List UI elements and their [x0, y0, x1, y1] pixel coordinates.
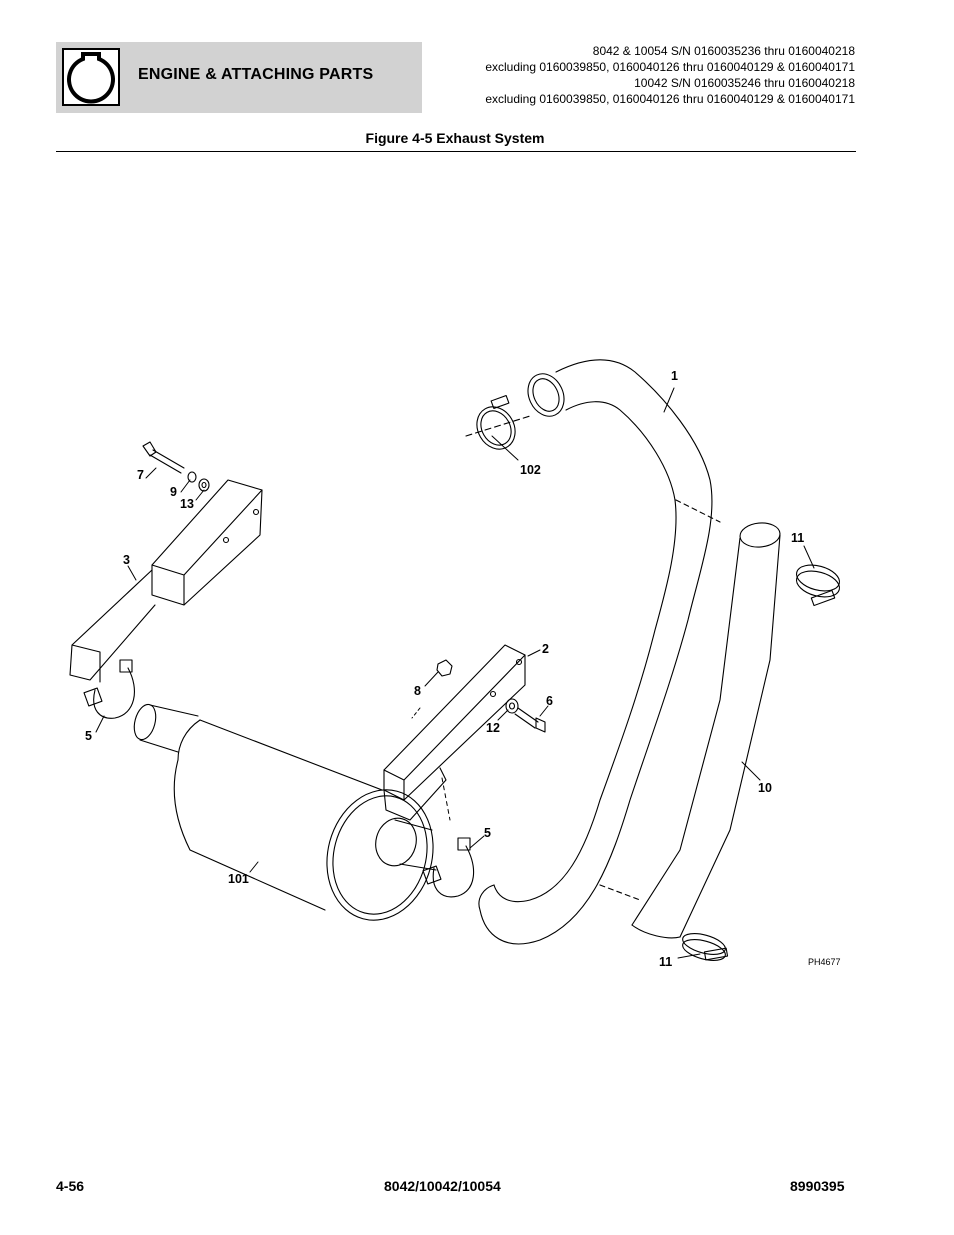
- callout-5-right: 5: [484, 826, 491, 840]
- callout-11-lower: 11: [659, 955, 673, 969]
- bolt-part-7: [142, 441, 185, 474]
- serial-line: 8042 & 10054 S/N 0160035236 thru 0160040…: [592, 44, 855, 58]
- u-clamp-part-5-left: [83, 659, 135, 719]
- washer-part-13: [198, 478, 210, 492]
- callout-5-left: 5: [85, 729, 92, 743]
- u-clamp-part-5-right: [422, 837, 475, 898]
- callout-9: 9: [170, 485, 177, 499]
- clamp-part-11-upper: [795, 564, 841, 607]
- callout-6: 6: [546, 694, 553, 708]
- header-rule: [56, 151, 856, 152]
- engine-icon: [62, 48, 120, 106]
- callout-leaders: [95, 387, 815, 959]
- bracket-part-2: [383, 644, 526, 821]
- page-number: 4-56: [56, 1178, 85, 1194]
- figure-title: Figure 4-5 Exhaust System: [365, 130, 545, 146]
- callout-11-upper: 11: [791, 531, 805, 545]
- callout-13: 13: [180, 497, 194, 511]
- serial-number-block: 8042 & 10054 S/N 0160035236 thru 0160040…: [485, 43, 855, 107]
- bolt-part-6: [514, 707, 546, 733]
- serial-line: excluding 0160039850, 0160040126 thru 01…: [485, 92, 855, 106]
- callout-3: 3: [123, 553, 130, 567]
- washer-part-9: [187, 471, 197, 483]
- serial-line: excluding 0160039850, 0160040126 thru 01…: [485, 60, 855, 74]
- section-header-box: ENGINE & ATTACHING PARTS: [56, 42, 422, 113]
- muffler-part-101: [133, 703, 437, 921]
- callout-1: 1: [671, 369, 678, 383]
- section-title: ENGINE & ATTACHING PARTS: [138, 66, 374, 83]
- drawing-code: PH4677: [808, 957, 841, 967]
- tail-pipe-part-10: [631, 522, 781, 939]
- serial-line: 10042 S/N 0160035246 thru 0160040218: [634, 76, 855, 90]
- washer-part-12: [505, 698, 519, 714]
- callout-8: 8: [414, 684, 421, 698]
- bracket-part-3: [69, 479, 263, 683]
- callout-12: 12: [486, 721, 500, 735]
- callout-10: 10: [758, 781, 772, 795]
- callout-2: 2: [542, 642, 549, 656]
- callout-102: 102: [520, 463, 541, 477]
- model-numbers: 8042/10042/10054: [384, 1178, 501, 1194]
- callout-7: 7: [137, 468, 144, 482]
- clamp-part-11-lower: [682, 933, 729, 961]
- nut-part-8: [436, 659, 453, 677]
- clamp-part-102: [465, 394, 531, 450]
- manual-number: 8990395: [790, 1178, 845, 1194]
- callout-101: 101: [228, 872, 249, 886]
- exhaust-pipe-part-1: [478, 359, 721, 945]
